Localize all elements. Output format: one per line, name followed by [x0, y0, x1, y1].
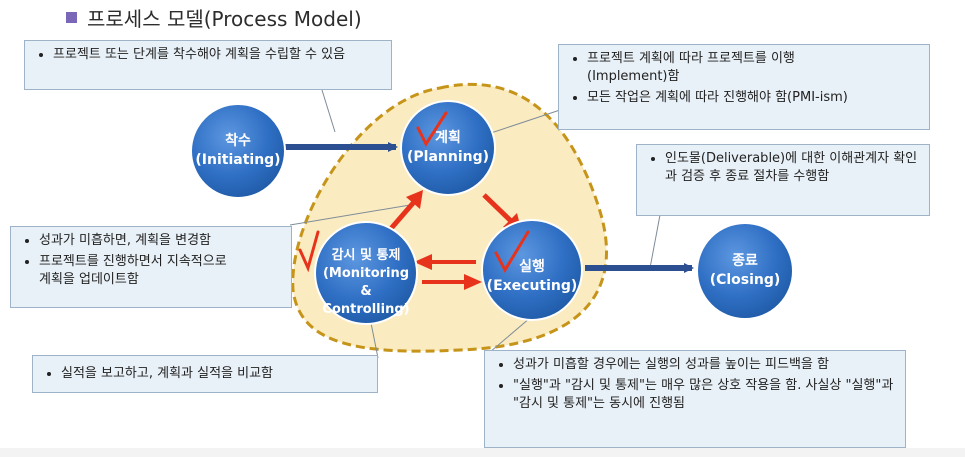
node-initiating-label: 착수 (Initiating) [191, 132, 285, 170]
checkmark-icon [416, 111, 448, 148]
node-planning-label: 계획 (Planning) [401, 129, 495, 167]
callout-executing: 성과가 미흡할 경우에는 실행의 성과를 높이는 피드백을 함 "실행"과 "감… [484, 350, 906, 448]
leader-line [649, 214, 661, 269]
title-row: 프로세스 모델(Process Model) [66, 4, 362, 31]
node-initiating [190, 103, 286, 199]
checkmark-icon [494, 230, 530, 274]
node-planning-en: (Planning) [406, 149, 490, 165]
node-planning-ko: 계획 [435, 130, 461, 146]
node-initiating-en: (Initiating) [195, 152, 281, 168]
title-bullet-icon [66, 11, 77, 23]
callout-monitoring: 성과가 미흡하면, 계획을 변경함 프로젝트를 진행하면서 지속적으로 계획을 … [10, 226, 292, 308]
callout-report: 실적을 보고하고, 계획과 실적을 비교함 [32, 355, 378, 393]
node-monitoring [314, 221, 418, 325]
node-executing-en: (Executing) [486, 278, 578, 294]
bottom-bar [0, 448, 965, 457]
checkmark-icon [298, 230, 320, 273]
leader-line [489, 317, 531, 353]
node-closing-label: 종료 (Closing) [697, 252, 793, 290]
callout-item: 프로젝트를 진행하면서 지속적으로 계획을 업데이트함 [39, 253, 281, 289]
callout-item: "실행"과 "감시 및 통제"는 매우 많은 상호 작용을 함. 사실상 "실행… [513, 377, 895, 413]
arrow-monitoring-to-planning [386, 190, 423, 234]
callout-item: 모든 작업은 계획에 따라 진행해야 함(PMI-ism) [587, 89, 919, 107]
callout-planning: 프로젝트 계획에 따라 프로젝트를 이행(Implement)함 모든 작업은 … [558, 44, 930, 130]
callout-item: 실적을 보고하고, 계획과 실적을 비교함 [61, 365, 367, 383]
node-executing-label: 실행 (Executing) [482, 258, 582, 296]
node-monitoring-ko: 감시 및 통제 [331, 248, 401, 263]
callout-item: 프로젝트 계획에 따라 프로젝트를 이행(Implement)함 [587, 50, 919, 86]
node-monitoring-label: 감시 및 통제 (Monitoring & Controlling) [315, 247, 417, 319]
callout-closing: 인도물(Deliverable)에 대한 이해관계자 확인과 검증 후 종료 절… [636, 144, 930, 216]
node-planning [400, 100, 496, 196]
node-closing-en: (Closing) [709, 272, 781, 288]
leader-line [321, 89, 336, 133]
callout-item: 성과가 미흡하면, 계획을 변경함 [39, 232, 281, 250]
node-initiating-ko: 착수 [225, 133, 251, 149]
callout-item: 프로젝트 또는 단계를 착수해야 계획을 수립할 수 있음 [53, 46, 381, 64]
arrow-executing-to-monitoring [414, 254, 476, 270]
node-closing-ko: 종료 [732, 253, 758, 269]
callout-initiating: 프로젝트 또는 단계를 착수해야 계획을 수립할 수 있음 [24, 40, 392, 90]
callout-item: 인도물(Deliverable)에 대한 이해관계자 확인과 검증 후 종료 절… [665, 150, 919, 186]
node-executing-ko: 실행 [519, 259, 545, 275]
arrow-monitoring-to-executing [422, 274, 482, 290]
node-executing [481, 219, 583, 321]
page-title: 프로세스 모델(Process Model) [87, 6, 362, 31]
node-monitoring-en2: & Controlling) [322, 284, 410, 317]
leader-line [289, 204, 411, 226]
node-monitoring-en1: (Monitoring [322, 266, 410, 281]
node-closing [696, 222, 794, 320]
callout-item: 성과가 미흡할 경우에는 실행의 성과를 높이는 피드백을 함 [513, 356, 895, 374]
